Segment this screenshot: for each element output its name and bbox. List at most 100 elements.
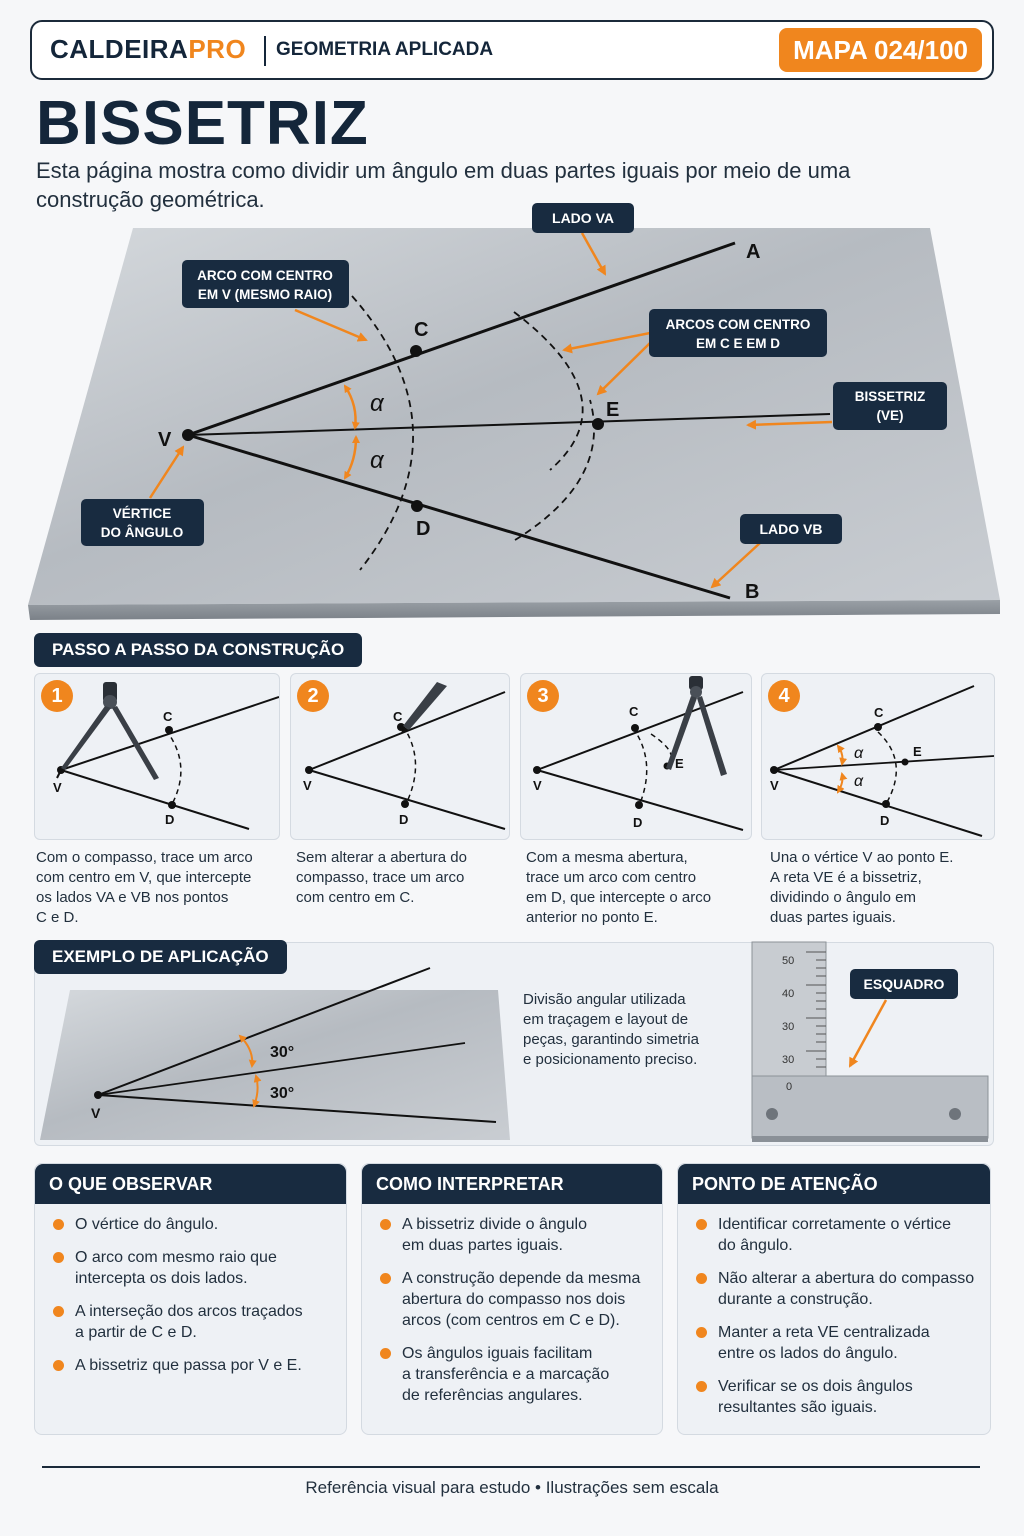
list-item-line: Não alterar a abertura do compasso [718,1270,975,1287]
s3-label-d: D [633,815,642,830]
callout-lado-va-text: LADO VA [552,210,614,226]
example-description-line: peças, garantindo simetria [523,1031,699,1048]
list-item-line: arcos (com centros em C e D). [402,1312,620,1329]
list-item-line: a partir de C e D. [75,1324,197,1341]
list-item-line: a transferência e a marcação [402,1366,610,1383]
step-card-4: α α C V D E 4 [761,673,995,840]
callout-arco-v-line1: ARCO COM CENTRO [197,268,333,283]
brand-divider [264,36,266,66]
ruler-tick-0: 0 [786,1081,792,1093]
brand-main: CALDEIRA [50,34,189,64]
list-item-line: A construção depende da mesma [402,1270,641,1287]
bullet-dot [696,1327,707,1338]
footer-note: Referência visual para estudo • Ilustraç… [305,1478,719,1497]
intro-text: Esta página mostra como dividir um ângul… [36,158,851,212]
arrow-arcos-cd-1 [562,331,651,354]
callout-lado-va: LADO VA [532,203,634,233]
info-card-observar: O QUE OBSERVAR O vértice do ângulo. O ar… [34,1163,347,1435]
main-diagram: V A B C D E α α LADO VA ARCO COM CENTRO … [28,203,1000,620]
callout-vertice: VÉRTICE DO ÂNGULO [81,499,204,546]
callout-arcos-cd-line2: EM C E EM D [696,336,780,351]
step-card-3: C V D E 3 [520,673,752,840]
list-item-line: Identificar corretamente o vértice [718,1216,951,1233]
list-item-line: A interseção dos arcos traçados [75,1303,303,1320]
header-bar: CALDEIRAPRO GEOMETRIA APLICADA MAPA 024/… [30,20,994,80]
list-item-line: Os ângulos iguais facilitam [402,1345,593,1362]
step-2-text: Sem alterar a abertura do compasso, trac… [296,848,516,908]
bullet-dot [53,1306,64,1317]
list-item-line: em duas partes iguais. [402,1237,563,1254]
label-c: C [414,319,428,341]
alpha-upper: α [370,390,385,417]
list-item: A interseção dos arcos traçados a partir … [49,1301,338,1343]
steel-plate-edge [28,600,1000,620]
side-vb-line [187,433,731,600]
example-description-line: em traçagem e layout de [523,1011,689,1028]
example-section-title: EXEMPLO DE APLICAÇÃO [34,940,287,974]
ruler-tick-30a: 30 [782,1021,794,1033]
arrow-bissetriz [746,419,833,430]
step-card-2: C V D 2 [290,673,510,840]
step-3-text: Com a mesma abertura, trace um arco com … [526,848,756,928]
step-4-line: duas partes iguais. [770,909,896,926]
bullet-dot [696,1219,707,1230]
bullet-dot [53,1360,64,1371]
list-item-line: O arco com mesmo raio que [75,1249,277,1266]
list-item-line: intercepta os dois lados. [75,1270,248,1287]
brand-logo: CALDEIRAPRO [50,34,246,65]
point-d [411,500,423,512]
step-1-line: os lados VA e VB nos pontos [36,889,229,906]
arc-center-v [351,295,414,571]
example-description-line: Divisão angular utilizada [523,991,686,1008]
callout-esquadro: ESQUADRO [850,969,958,999]
s1-label-c: C [163,709,173,724]
step-1-line: Com o compasso, trace um arco [36,849,253,866]
list-item-line: Verificar se os dois ângulos [718,1378,913,1395]
step-4-text: Una o vértice V ao ponto E. A reta VE é … [770,848,1000,928]
ruler-tick-50: 50 [782,955,794,967]
s1-label-v: V [53,780,62,795]
label-a: A [746,241,760,263]
callout-vertice-line2: DO ÂNGULO [101,525,184,540]
alpha-lower: α [370,447,385,474]
s3-label-v: V [533,778,542,793]
footer-divider [42,1466,980,1468]
angle-arrow-upper [343,384,360,430]
step-4-illustration: α α C V D E [770,685,994,837]
example-description-line: e posicionamento preciso. [523,1051,698,1068]
step-number-4: 4 [768,680,800,712]
list-item-line: de referências angulares. [402,1387,583,1404]
callout-arcos-cd: ARCOS COM CENTRO EM C E EM D [649,309,827,357]
s4-alpha-upper: α [854,745,864,762]
step-3-line: trace um arco com centro [526,869,697,886]
example-vertex-label: V [91,1105,101,1121]
list-item: Os ângulos iguais facilitam a transferênc… [376,1343,654,1406]
point-e [592,418,604,430]
example-illustration: 30° 30° V 50 40 30 30 0 ESQUADRO [40,941,989,1142]
s3-label-e: E [675,756,684,771]
compass-icon [666,676,727,776]
angle-arrow-lower [343,435,360,480]
callout-lado-vb: LADO VB [740,514,842,544]
arrow-vertice [148,445,185,499]
step-3-line: Com a mesma abertura, [526,849,688,866]
step-1-text: Com o compasso, trace um arco com centro… [36,848,286,928]
arrow-esquadro [848,999,888,1068]
callout-arcos-cd-line1: ARCOS COM CENTRO [666,317,811,332]
bullet-dot [696,1381,707,1392]
list-item-line: durante a construção. [718,1291,873,1308]
callout-bissetriz-line2: (VE) [877,408,904,423]
arrow-lado-va [580,232,607,276]
bisector-line [187,413,831,436]
step-4-line: A reta VE é a bissetriz, [770,869,922,886]
s4-label-d: D [880,813,889,828]
info-card-interpretar: COMO INTERPRETAR A bissetriz divide o ân… [361,1163,663,1435]
map-badge: MAPA 024/100 [779,28,982,72]
s2-label-c: C [393,709,403,724]
steps-section-title: PASSO A PASSO DA CONSTRUÇÃO [34,633,363,667]
step-2-line: compasso, trace um arco [296,869,465,886]
step-card-1: C V D 1 [34,673,280,840]
